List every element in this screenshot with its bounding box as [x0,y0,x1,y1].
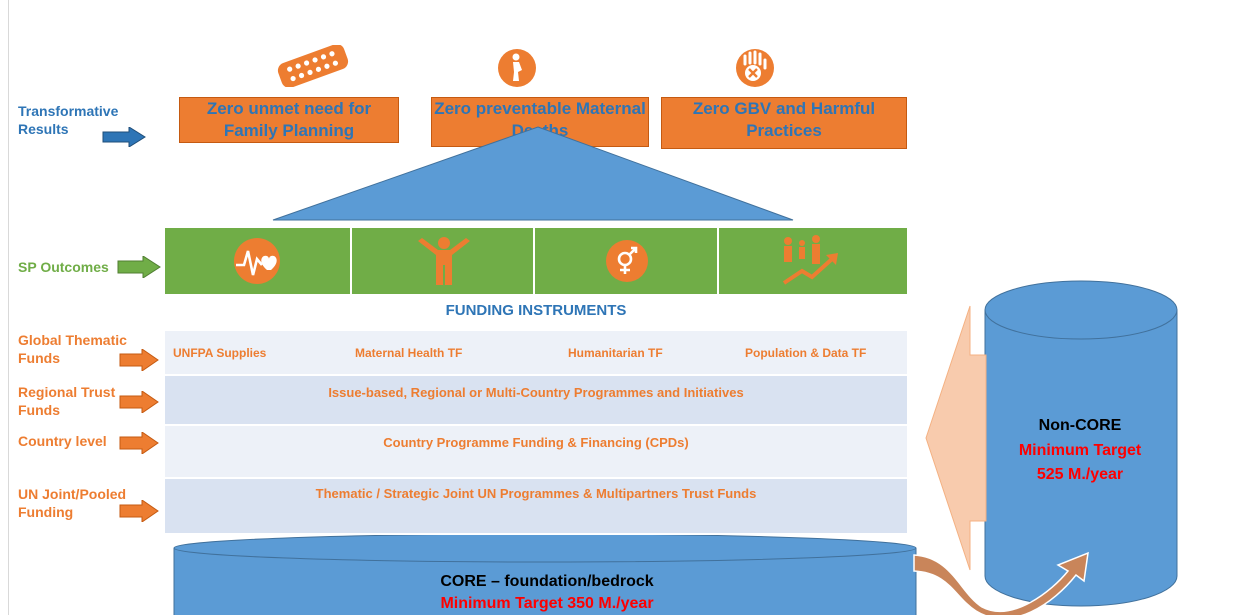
arrow-right-icon [119,500,159,522]
stop-violence-hand-icon [736,49,774,87]
arrow-right-icon [119,432,159,454]
un-joint-label: UN Joint/Pooled Funding [18,486,127,520]
regional-trust-label: Regional Trust Funds [18,384,116,418]
outcome-cell-population [717,228,903,294]
arrow-right-icon [117,256,161,278]
un-joint-funding-row: Thematic / Strategic Joint UN Programmes… [165,479,907,535]
outcome-cell-gender [533,228,719,294]
results-triangle [272,126,794,221]
fund-humanitarian: Humanitarian TF [568,345,663,360]
noncore-cylinder [984,280,1178,607]
regional-funds-row: Issue-based, Regional or Multi-Country P… [165,376,907,426]
result-gbv-practices: Zero GBV and Harmful Practices [661,97,907,149]
global-thematic-label: Global Thematic Funds [18,332,127,366]
gender-equality-icon [606,240,648,282]
un-joint-funding-text: Thematic / Strategic Joint UN Programmes… [315,485,757,501]
contraceptive-pill-pack-icon [277,45,349,87]
curved-arrow-core-to-noncore [913,551,1089,615]
left-border-line [8,0,9,615]
arrow-right-icon [102,127,146,147]
outcome-cell-youth [350,228,536,294]
fund-population-data: Population & Data TF [745,345,867,360]
sp-outcomes-label: SP Outcomes [18,259,109,275]
core-cylinder [173,533,917,615]
country-level-text: Country Programme Funding & Financing (C… [383,435,689,450]
fund-maternal-health: Maternal Health TF [355,345,463,360]
heart-pulse-icon [234,238,280,284]
outcome-cell-health [165,228,349,294]
noncore-target-label: Minimum Target [1018,442,1142,459]
pregnant-woman-icon [498,49,536,87]
arrow-right-icon [119,349,159,371]
youth-person-icon [418,237,470,285]
fund-unfpa-supplies: UNFPA Supplies [173,345,267,360]
country-level-label: Country level [18,433,107,449]
noncore-title: Non-CORE [1038,417,1122,434]
arrow-right-icon [119,391,159,413]
transformative-results-label: Transformative Results [18,103,119,137]
core-title: CORE – foundation/bedrock [440,573,654,590]
noncore-target-value: 525 M./year [1036,466,1124,483]
regional-funds-text: Issue-based, Regional or Multi-Country P… [328,384,744,400]
sp-outcomes-band [165,228,907,294]
core-target: Minimum Target 350 M./year [440,595,654,612]
population-growth-icon [782,235,838,285]
country-level-row: Country Programme Funding & Financing (C… [165,426,907,479]
result-family-planning: Zero unmet need for Family Planning [179,97,399,143]
funding-instruments-title: FUNDING INSTRUMENTS [445,302,627,319]
global-thematic-funds-row: UNFPA Supplies Maternal Health TF Humani… [165,331,907,376]
left-arrow-peach [925,305,987,571]
